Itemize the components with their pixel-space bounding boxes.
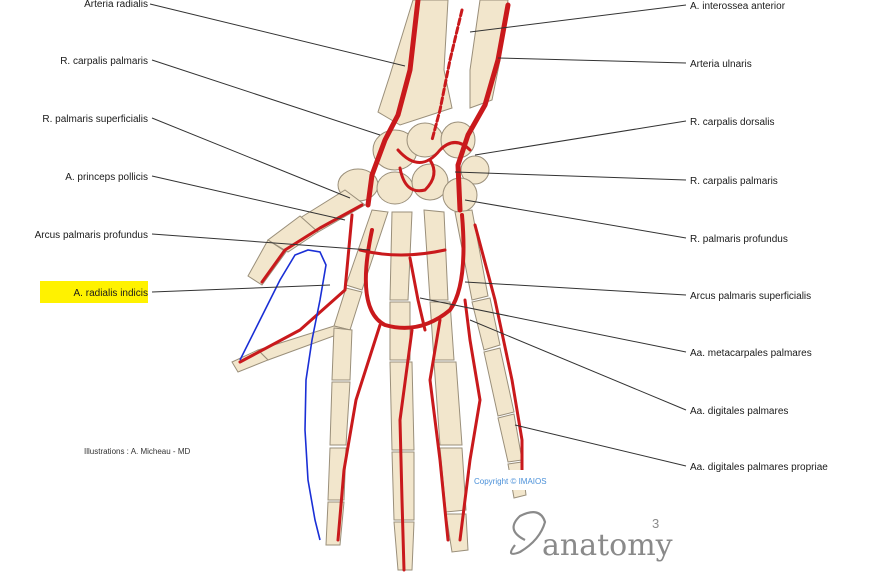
- digital-artery-2: [398, 328, 414, 572]
- highlight-box: [40, 281, 148, 303]
- digital-artery-1: [336, 323, 382, 542]
- label-arcus-palmaris-profundus: Arcus palmaris profundus: [35, 230, 148, 241]
- label-aa-digitales-palmares-propriae: Aa. digitales palmares propriae: [690, 462, 828, 473]
- carpal-loop: [398, 158, 436, 193]
- copyright-backing: [470, 470, 592, 490]
- logo-text: anatomy: [542, 528, 673, 563]
- metacarpal-artery: [408, 256, 427, 332]
- copyright-notice: Copyright © IMAIOS: [474, 477, 547, 486]
- index-finger-bones: [231, 209, 389, 546]
- label-r-carpalis-palmaris-right: R. carpalis palmaris: [690, 176, 778, 187]
- e-anatomy-logo-mark: [509, 511, 547, 555]
- label-a-radialis-indicis: A. radialis indicis: [74, 288, 148, 299]
- princeps-pollicis-artery: [260, 203, 364, 284]
- digital-artery-4: [458, 298, 482, 542]
- left-labels: Arteria radialis R. carpalis palmaris R.…: [35, 0, 148, 299]
- interosseous-artery: [430, 8, 464, 142]
- arteries: [238, 0, 524, 572]
- little-finger-bones: [454, 209, 527, 499]
- logo-superscript: 3: [652, 516, 659, 531]
- digital-artery-3: [428, 318, 450, 542]
- digital-artery-5: [473, 223, 524, 482]
- carpal-arch: [396, 141, 472, 164]
- leader-lines: [149, 3, 687, 467]
- label-r-palmaris-superficialis: R. palmaris superficialis: [42, 114, 148, 125]
- radialis-indicis-artery: [238, 213, 354, 364]
- label-a-princeps-pollicis: A. princeps pollicis: [65, 172, 148, 183]
- deep-palmar-arch: [358, 248, 447, 257]
- label-aa-metacarpales-palmares: Aa. metacarpales palmares: [690, 348, 812, 359]
- radial-artery: [365, 0, 421, 208]
- hand-drawn-annotation: [239, 249, 327, 541]
- label-arteria-radialis: Arteria radialis: [84, 0, 148, 10]
- illustration-credit: Illustrations : A. Micheau - MD: [84, 447, 190, 456]
- ulna-bone: [469, 0, 509, 109]
- label-r-palmaris-profundus: R. palmaris profundus: [690, 234, 788, 245]
- label-r-carpalis-palmaris-left: R. carpalis palmaris: [60, 56, 148, 67]
- label-a-interossea-anterior: A. interossea anterior: [690, 1, 786, 12]
- superficial-palmar-arch: [363, 213, 466, 330]
- radius-bone: [377, 0, 453, 126]
- label-arcus-palmaris-superficialis: Arcus palmaris superficialis: [690, 291, 811, 302]
- right-labels: A. interossea anterior Arteria ulnaris R…: [690, 1, 828, 473]
- label-aa-digitales-palmares: Aa. digitales palmares: [690, 406, 788, 417]
- label-r-carpalis-dorsalis: R. carpalis dorsalis: [690, 117, 774, 128]
- label-arteria-ulnaris: Arteria ulnaris: [690, 59, 752, 70]
- hand-skeleton: [231, 0, 527, 571]
- e-anatomy-logo: anatomy 3: [509, 511, 673, 563]
